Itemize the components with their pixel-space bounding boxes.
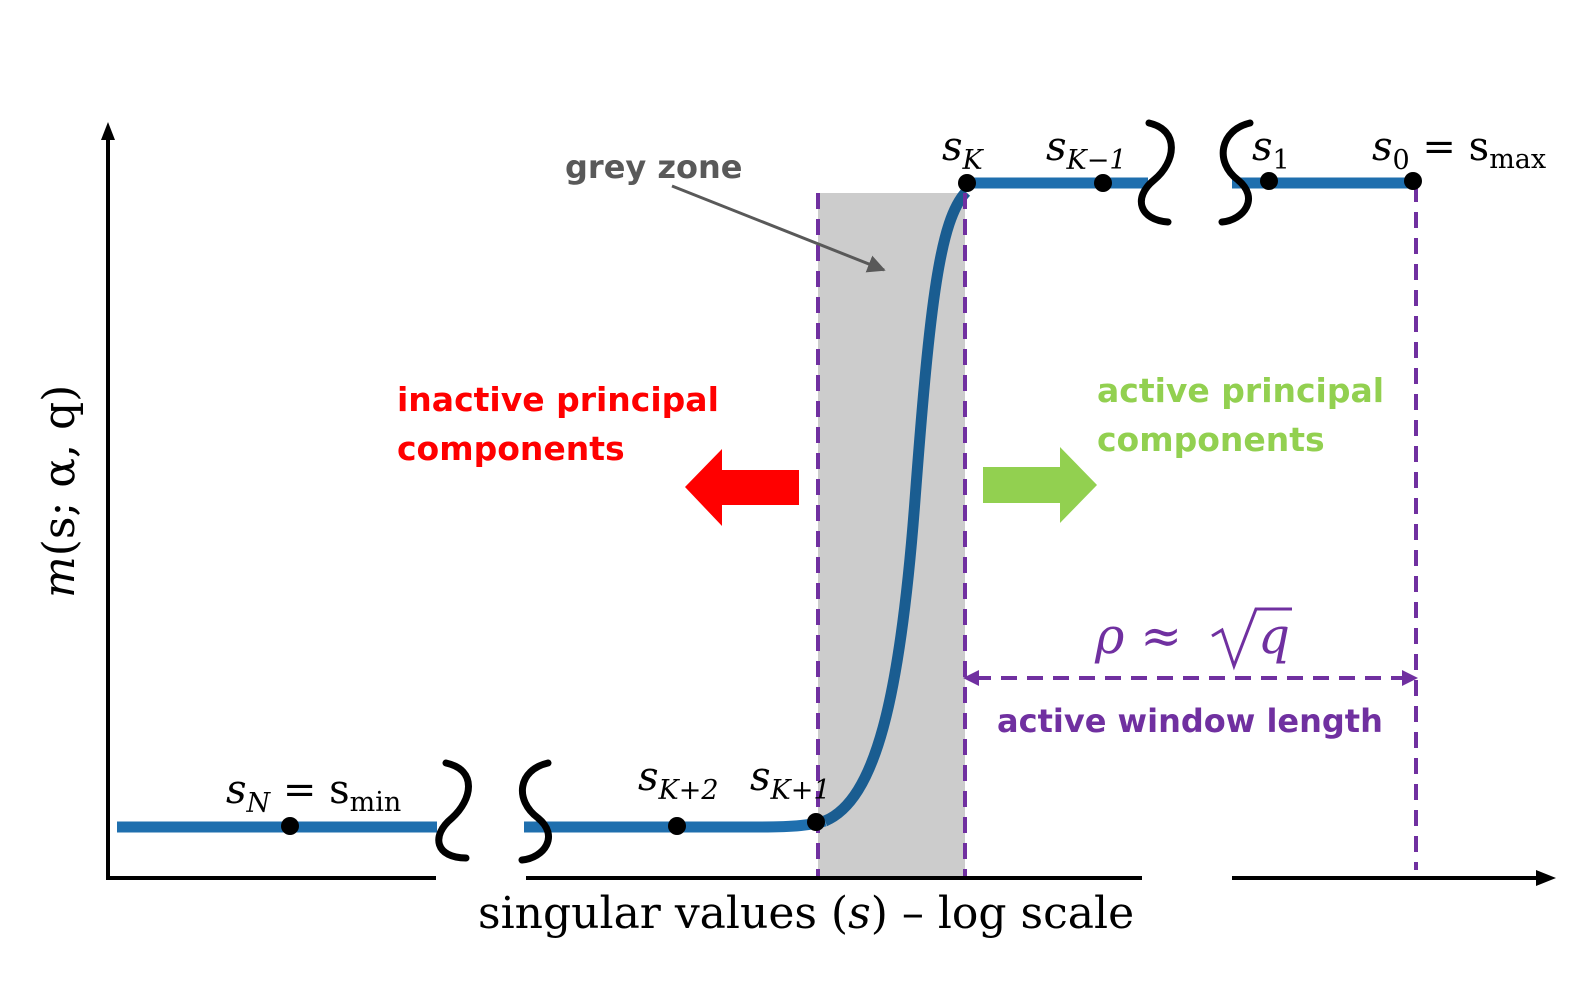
x-axis-label: singular values (s) – log scale xyxy=(478,888,1134,939)
grey-zone-label: grey zone xyxy=(565,148,742,186)
label-sK1: sK+1 xyxy=(750,754,831,806)
y-axis-arrowhead xyxy=(101,122,115,140)
brace-low-left xyxy=(435,759,472,862)
brace-high-right xyxy=(1218,119,1254,226)
mask-curve xyxy=(117,177,1414,833)
y-axis-label: m(s; α, q) xyxy=(34,385,85,598)
point-sN xyxy=(281,817,299,835)
window-arrowhead-left xyxy=(963,670,979,686)
grey-zone-pointer xyxy=(671,184,886,273)
inactive-arrow xyxy=(685,449,799,526)
singular-value-points xyxy=(281,172,1422,835)
point-sK2 xyxy=(668,817,686,835)
point-sK1 xyxy=(807,813,825,831)
point-sK xyxy=(958,174,976,192)
axes xyxy=(106,138,1540,880)
window-length-label: active window length xyxy=(997,702,1383,740)
point-s1 xyxy=(1260,172,1278,190)
active-arrow xyxy=(983,447,1097,523)
label-sK: sK xyxy=(942,124,985,176)
axis-breaks xyxy=(435,119,1254,864)
window-arrowhead-right xyxy=(1402,670,1418,686)
brace-low-right xyxy=(518,759,552,864)
sqrt-sign xyxy=(1211,607,1292,671)
label-s1: s1 xyxy=(1252,124,1290,176)
x-axis-arrowhead xyxy=(1536,870,1556,886)
label-s0: s0 = smax xyxy=(1372,124,1546,176)
inactive-label: inactive principal components xyxy=(397,380,730,468)
point-s0 xyxy=(1404,172,1422,190)
label-sK2: sK+2 xyxy=(638,754,719,806)
point-sKm1 xyxy=(1094,174,1112,192)
label-sN: sN = smin xyxy=(226,767,401,819)
grey-zone-band xyxy=(818,193,965,876)
curve-sigmoid xyxy=(822,188,971,827)
rho-label: ρ ≈ xyxy=(1094,607,1182,665)
rho-q: q xyxy=(1258,607,1290,665)
label-sKm1: sK−1 xyxy=(1046,124,1127,176)
active-label: active principal components xyxy=(1097,371,1396,459)
brace-high-left xyxy=(1138,119,1175,226)
window-markers xyxy=(816,186,1418,876)
